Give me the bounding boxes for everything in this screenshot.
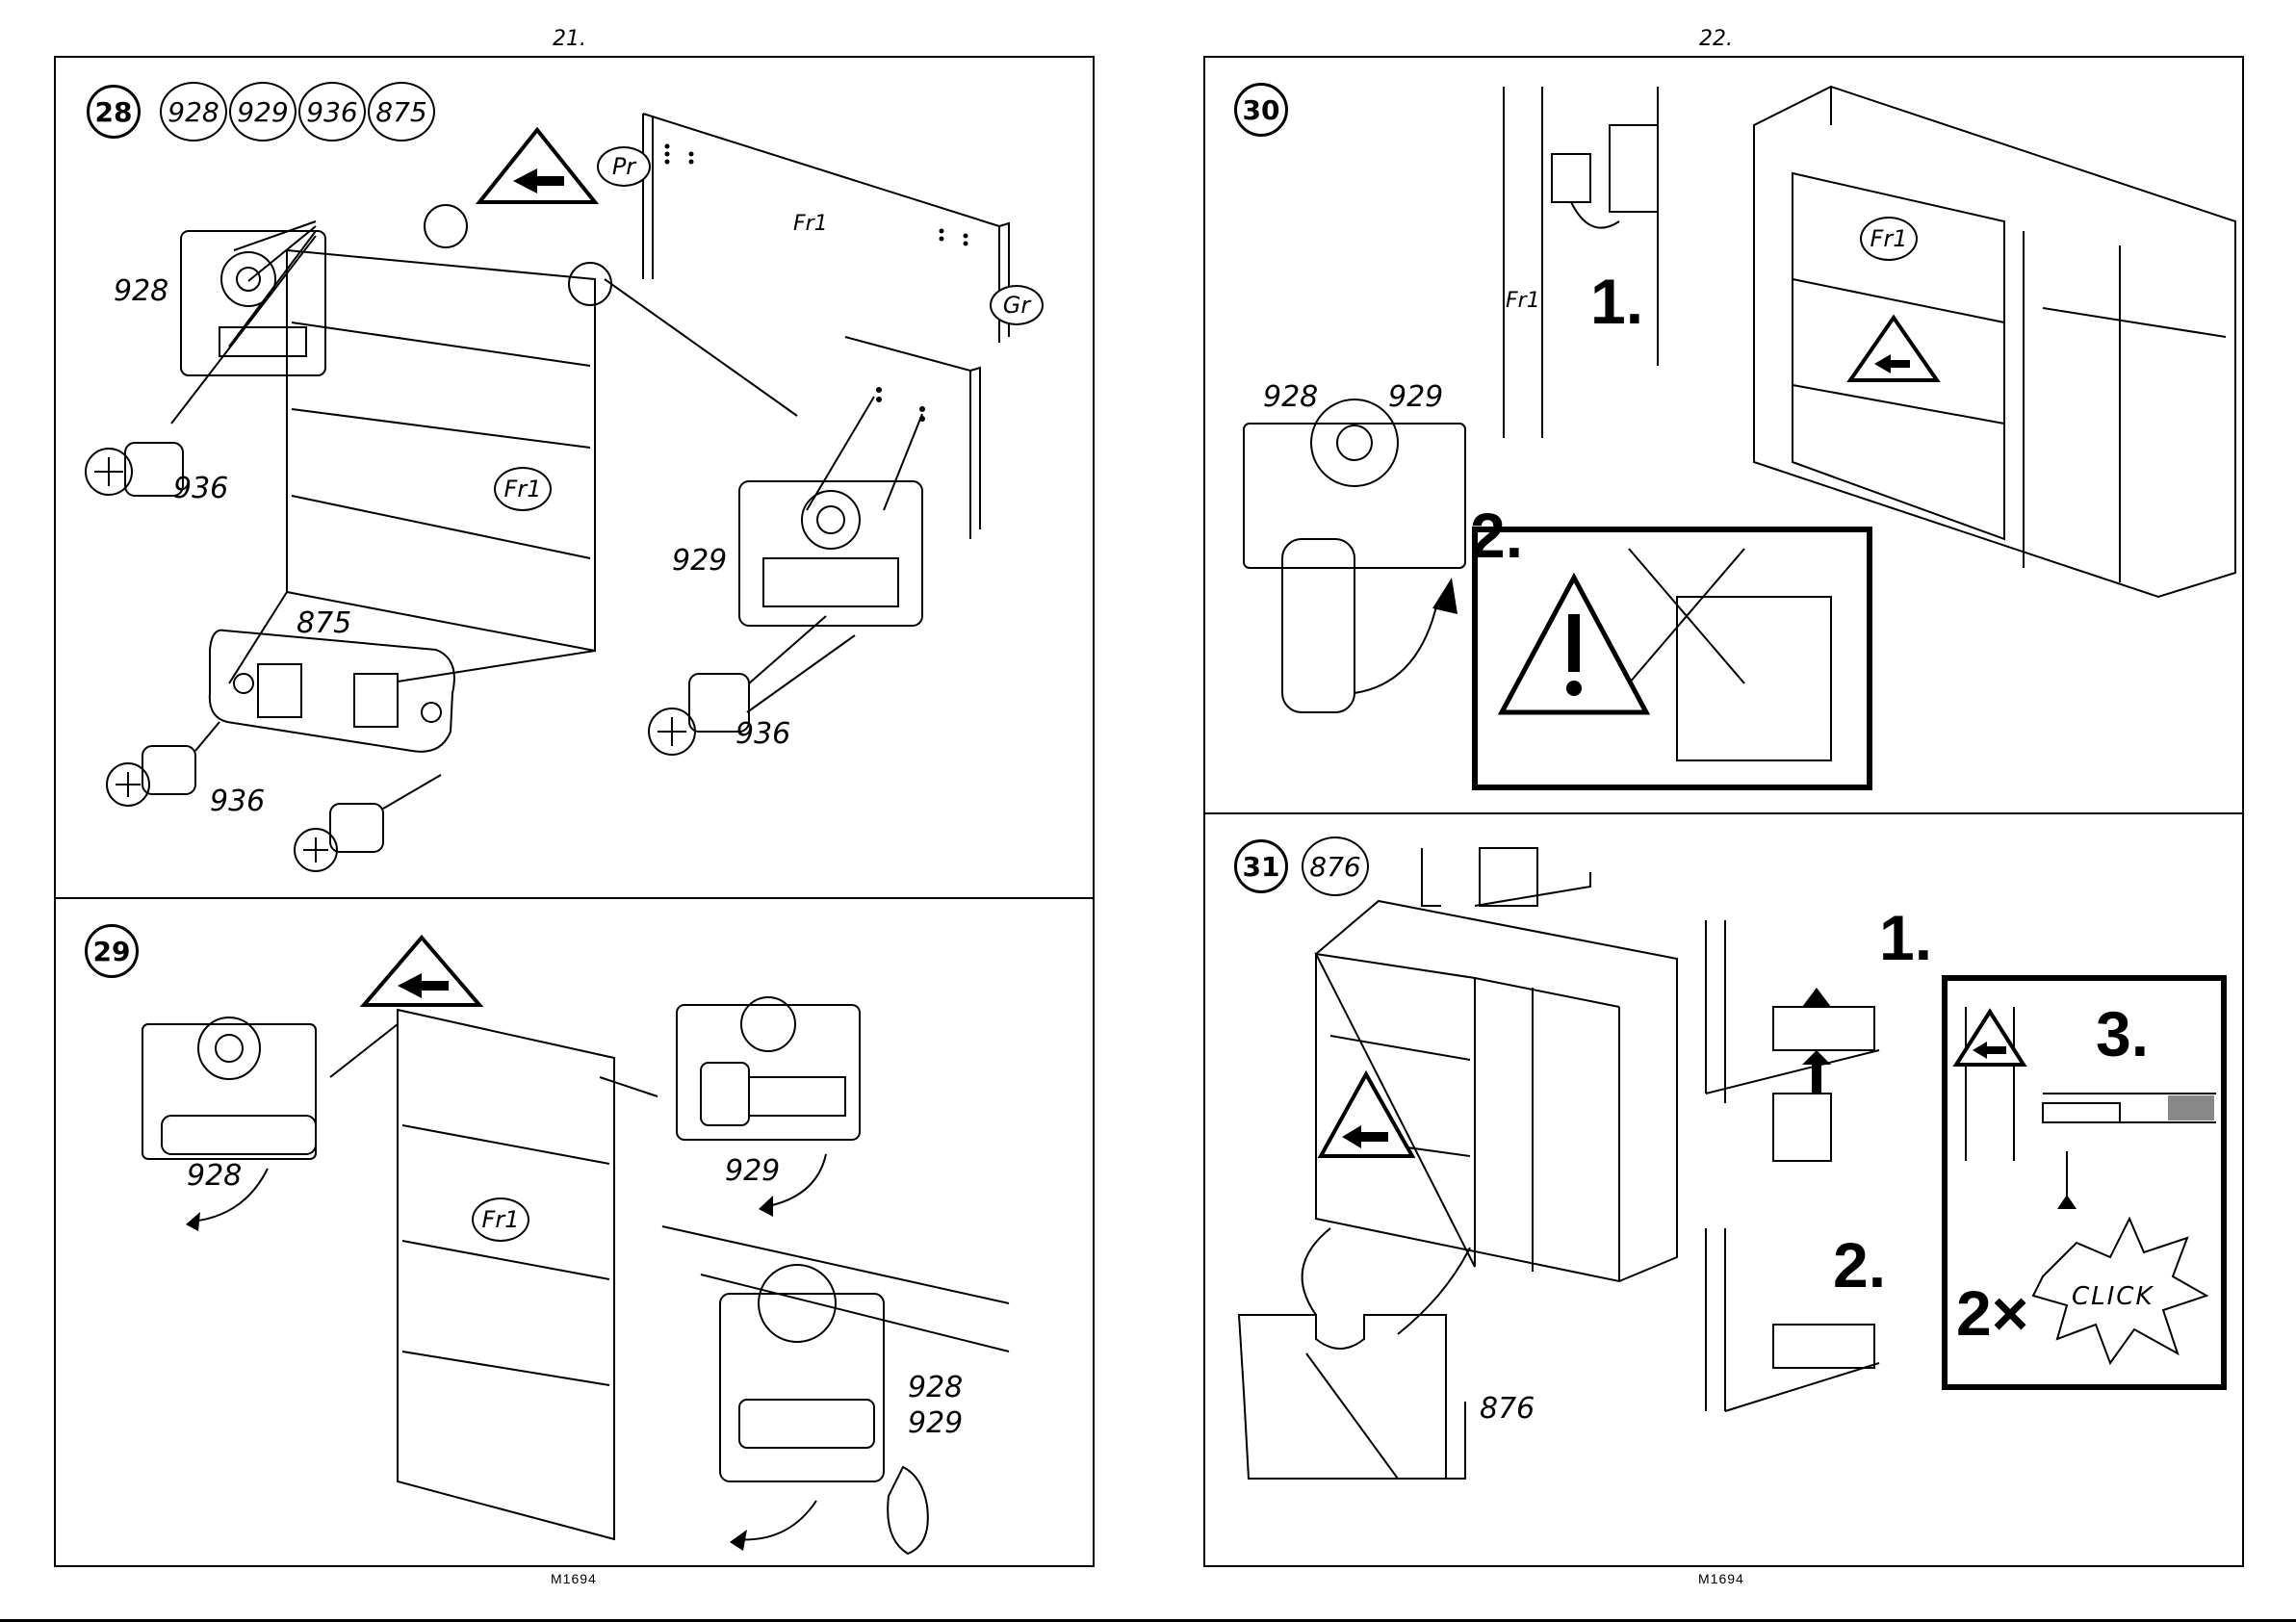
step-number-badge: 29 bbox=[85, 924, 139, 978]
page-number-left: 21. bbox=[553, 27, 586, 51]
label-936: 936 bbox=[173, 472, 228, 505]
step-30-panel: 30 928 929 Fr1 Fr1 1. 2. bbox=[1203, 56, 2244, 814]
warning-triangle-icon bbox=[1502, 578, 1646, 712]
page-number-right: 22. bbox=[1699, 27, 1733, 51]
document-code-right: M1694 bbox=[1698, 1571, 1744, 1586]
step-31-panel: 31 876 876 1. 2. 3. 2× CLICK bbox=[1203, 812, 2244, 1567]
label-928: 928 bbox=[187, 1159, 242, 1193]
step-31-illustration bbox=[1205, 814, 2244, 1567]
step-number-badge: 31 bbox=[1234, 839, 1288, 893]
label-929: 929 bbox=[908, 1406, 963, 1440]
label-928: 928 bbox=[114, 274, 168, 308]
sub-step-2: 2. bbox=[1833, 1228, 1886, 1301]
label-936: 936 bbox=[735, 717, 790, 751]
panel-tag-gr: Gr bbox=[990, 285, 1044, 325]
door-tag-fr1: Fr1 bbox=[494, 467, 552, 511]
step-29-panel: 29 928 929 928 929 Fr1 bbox=[54, 897, 1095, 1567]
sub-step-3: 3. bbox=[2096, 997, 2149, 1070]
label-929: 929 bbox=[672, 544, 727, 578]
door-tag-fr1: Fr1 bbox=[472, 1197, 529, 1242]
label-929: 929 bbox=[725, 1154, 780, 1188]
panel-tag-pr: Pr bbox=[597, 146, 651, 187]
panel-tag-fr1: Fr1 bbox=[793, 212, 828, 236]
label-928: 928 bbox=[908, 1371, 963, 1404]
click-count: 2× bbox=[1956, 1276, 2028, 1350]
label-875: 875 bbox=[297, 606, 351, 640]
sub-step-1: 1. bbox=[1590, 265, 1643, 338]
warning-triangle-icon bbox=[479, 130, 595, 202]
sub-step-1: 1. bbox=[1879, 901, 1932, 974]
step-number-badge: 30 bbox=[1234, 83, 1288, 137]
sub-step-2: 2. bbox=[1470, 499, 1523, 572]
step-number-badge: 28 bbox=[87, 85, 141, 139]
part-badge-936: 936 bbox=[298, 82, 366, 142]
click-text: CLICK bbox=[2072, 1282, 2154, 1311]
part-badge-875: 875 bbox=[368, 82, 435, 142]
part-badge-928: 928 bbox=[160, 82, 227, 142]
door-tag-fr1: Fr1 bbox=[1860, 217, 1918, 261]
step-29-illustration bbox=[56, 899, 1095, 1567]
part-badge-876: 876 bbox=[1302, 837, 1369, 896]
step-28-panel: 28 928 929 936 875 928 936 929 936 875 9… bbox=[54, 56, 1095, 899]
warning-triangle-icon bbox=[1850, 318, 1937, 380]
warning-triangle-icon bbox=[364, 938, 479, 1005]
label-fr1: Fr1 bbox=[1506, 289, 1540, 313]
step-30-illustration bbox=[1205, 58, 2244, 814]
label-876: 876 bbox=[1480, 1392, 1535, 1426]
label-929: 929 bbox=[1388, 380, 1443, 414]
label-936: 936 bbox=[210, 785, 265, 818]
document-code-left: M1694 bbox=[551, 1571, 597, 1586]
label-928: 928 bbox=[1263, 380, 1318, 414]
part-badge-929: 929 bbox=[229, 82, 297, 142]
